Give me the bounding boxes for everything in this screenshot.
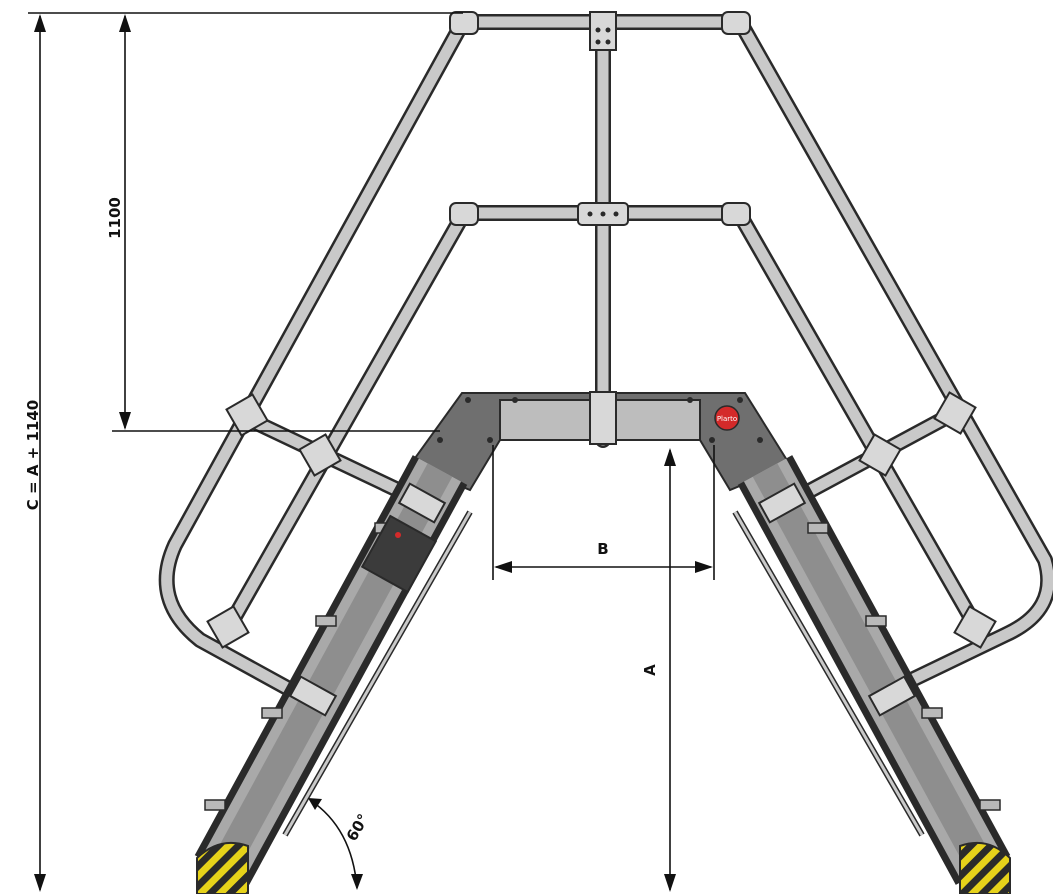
left-stringer [194,455,473,885]
right-stringer [732,455,1011,885]
total-height-label: C = A + 1140 [24,400,42,510]
dimension-platform-width: B [492,445,715,580]
brand-badge-text: Plarto [717,415,737,423]
dimension-rail-height: 1100 [106,14,440,432]
angle-label: 60° [343,811,373,845]
rail-clamps [206,11,997,649]
rail-height-label: 1100 [106,197,124,239]
stair-feet [196,842,1011,894]
dimension-total-height: C = A + 1140 [24,12,463,892]
platform [408,391,792,492]
brand-badge: Plarto [714,405,740,431]
top-rails [455,14,748,448]
dimension-angle: 60° [308,798,373,890]
left-guardrail [158,14,471,703]
platform-width-label: B [597,540,608,558]
dimension-stair-height: A [641,448,676,892]
stair-height-label: A [641,664,659,676]
